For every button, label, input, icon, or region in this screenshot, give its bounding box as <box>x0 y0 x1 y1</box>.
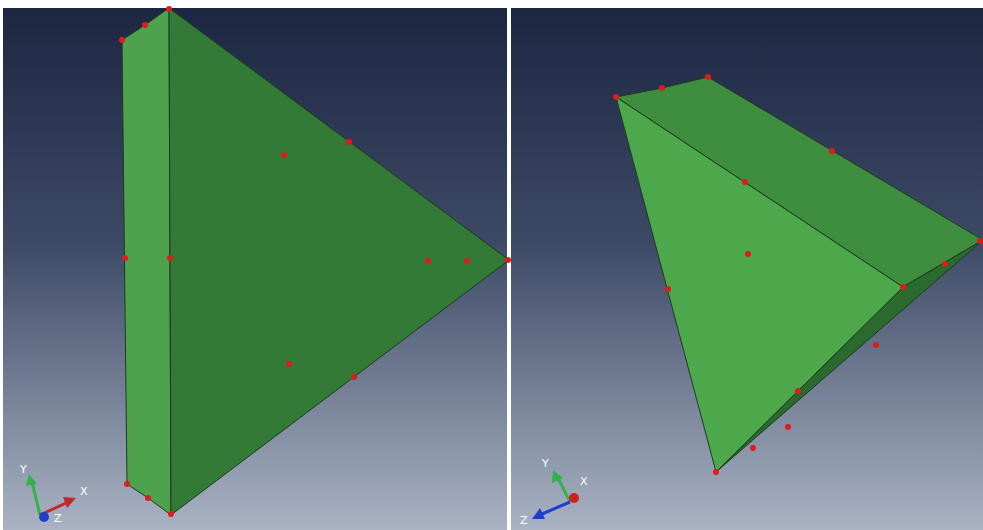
right-part-points <box>613 74 983 475</box>
right-part <box>616 77 983 472</box>
right-viewport <box>511 8 983 530</box>
axis-label: Z <box>54 513 62 525</box>
axis-label: Z <box>520 515 528 527</box>
axis-label: Y <box>20 464 27 476</box>
axis-label: X <box>80 486 88 498</box>
axis-label: X <box>580 476 588 488</box>
axis-triad <box>26 474 76 522</box>
left-part-points <box>119 6 511 517</box>
left-part <box>122 8 509 515</box>
axis-triad <box>532 470 579 519</box>
axis-label: Y <box>542 458 549 470</box>
